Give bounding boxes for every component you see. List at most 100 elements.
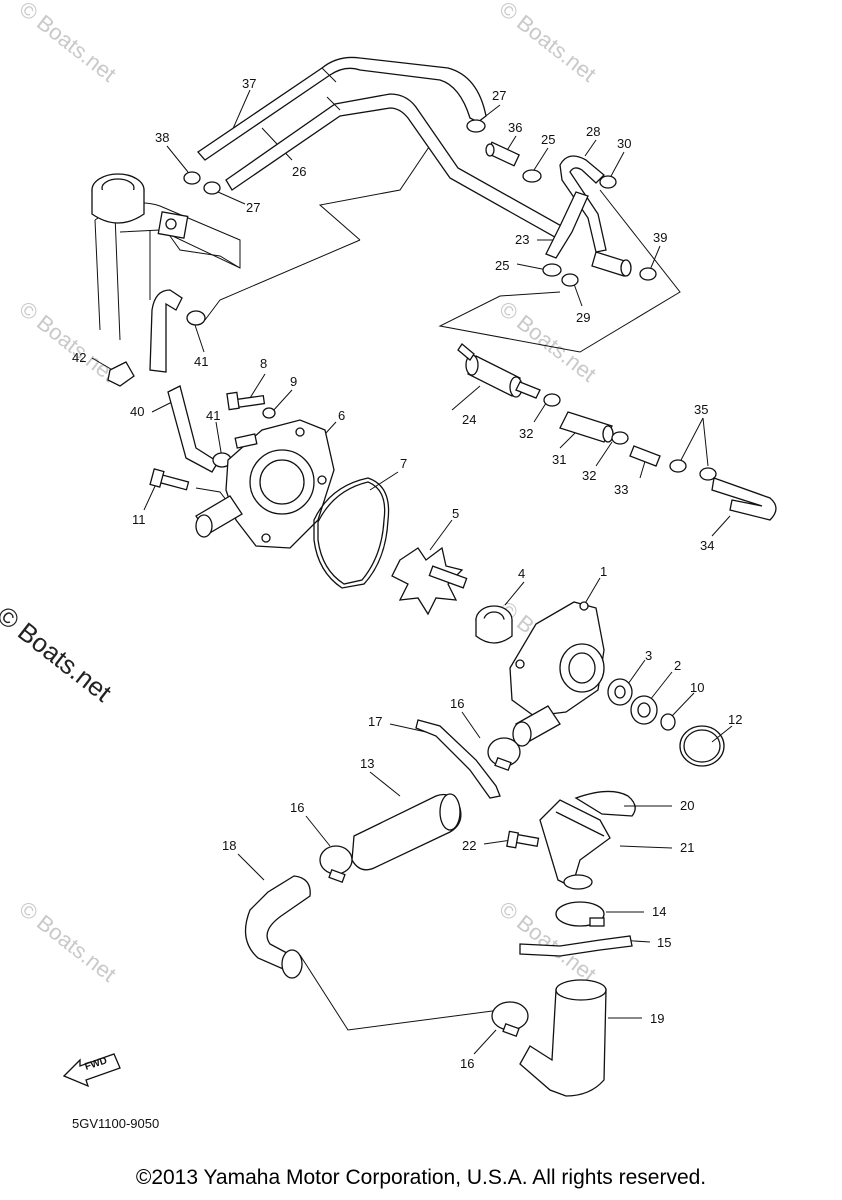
- callout-8: 8: [260, 356, 267, 371]
- stay-17: [415, 719, 501, 799]
- o-ring-12: [679, 725, 725, 767]
- callout-30: 30: [617, 136, 631, 151]
- hose-34: [711, 477, 777, 521]
- callout-22: 22: [462, 838, 476, 853]
- callout-26: 26: [292, 164, 306, 179]
- clamp-16-middle: [319, 845, 353, 883]
- callout-25: 25: [495, 258, 509, 273]
- seal-4: [475, 605, 513, 644]
- bearing-3: [607, 678, 633, 706]
- callout-14: 14: [652, 904, 666, 919]
- hose-26: [225, 93, 566, 241]
- pump-housing-1: [509, 601, 605, 747]
- gasket-20: [574, 790, 636, 817]
- clip-25-bottom: [542, 263, 562, 277]
- clamp-16-upper: [487, 737, 521, 771]
- callout-27: 27: [492, 88, 506, 103]
- clip-38: [183, 171, 201, 185]
- hose-40-upper: [149, 289, 183, 373]
- callout-18: 18: [222, 838, 236, 853]
- callout-24: 24: [462, 412, 476, 427]
- callout-13: 13: [360, 756, 374, 771]
- callout-27: 27: [246, 200, 260, 215]
- callout-19: 19: [650, 1011, 664, 1026]
- bolt-8: [226, 391, 266, 411]
- callout-4: 4: [518, 566, 525, 581]
- callout-34: 34: [700, 538, 714, 553]
- clip-27-right: [466, 119, 486, 133]
- thermostat-cover-21: [539, 799, 611, 890]
- callout-6: 6: [338, 408, 345, 423]
- callout-numbers: 37 26 38 27 27 36 25 28 30 23 25 29 39 4…: [72, 76, 742, 1071]
- callout-41: 41: [206, 408, 220, 423]
- clip-35-left: [669, 459, 687, 473]
- clip-32-lower: [611, 431, 629, 445]
- callout-32: 32: [519, 426, 533, 441]
- callout-12: 12: [728, 712, 742, 727]
- callout-37: 37: [242, 76, 256, 91]
- clamp-14: [555, 901, 605, 927]
- bolt-11: [149, 468, 190, 491]
- cylinder-head-outline: [91, 173, 241, 341]
- pump-outlet-pipe: [195, 495, 243, 538]
- copyright-notice: ©2013 Yamaha Motor Corporation, U.S.A. A…: [135, 1166, 707, 1189]
- callout-2: 2: [674, 658, 681, 673]
- callout-42: 42: [72, 350, 86, 365]
- callout-41: 41: [194, 354, 208, 369]
- filter-24: [457, 343, 541, 399]
- callout-16: 16: [460, 1056, 474, 1071]
- callout-17: 17: [368, 714, 382, 729]
- callout-32: 32: [582, 468, 596, 483]
- callout-38: 38: [155, 130, 169, 145]
- callout-23: 23: [515, 232, 529, 247]
- clip-30: [599, 175, 617, 189]
- pipe-19: [519, 979, 607, 1097]
- circlip-10: [660, 713, 676, 731]
- callout-11: 11: [132, 512, 146, 527]
- callout-31: 31: [552, 452, 566, 467]
- clip-32-upper: [543, 393, 561, 407]
- callout-16: 16: [450, 696, 464, 711]
- callout-9: 9: [290, 374, 297, 389]
- seal-2: [630, 695, 658, 725]
- impeller-5: [391, 546, 468, 616]
- stay-15: [519, 935, 633, 957]
- callout-33: 33: [614, 482, 628, 497]
- clip-25-top: [522, 169, 542, 183]
- callout-16: 16: [290, 800, 304, 815]
- callout-40: 40: [130, 404, 144, 419]
- clip-29: [561, 273, 579, 287]
- hose-23: [545, 191, 589, 259]
- callout-35: 35: [694, 402, 708, 417]
- callout-7: 7: [400, 456, 407, 471]
- callout-39: 39: [653, 230, 667, 245]
- callout-25: 25: [541, 132, 555, 147]
- clip-41-upper: [186, 310, 206, 326]
- pump-cover-6: [225, 419, 335, 549]
- fwd-arrow-icon: FWD: [62, 1053, 121, 1088]
- bolt-22: [506, 830, 540, 849]
- clip-27-left: [203, 181, 221, 195]
- hose-40-lower: [167, 385, 219, 473]
- callout-36: 36: [508, 120, 522, 135]
- callout-1: 1: [600, 564, 607, 579]
- hose-18: [244, 875, 311, 979]
- callout-20: 20: [680, 798, 694, 813]
- diagram-code: 5GV1100-9050: [72, 1116, 160, 1131]
- callout-29: 29: [576, 310, 590, 325]
- hose-37: [197, 56, 487, 161]
- callout-28: 28: [586, 124, 600, 139]
- clip-42: [107, 361, 135, 387]
- callout-10: 10: [690, 680, 704, 695]
- fitting-36: [485, 141, 520, 167]
- callout-21: 21: [680, 840, 694, 855]
- callout-5: 5: [452, 506, 459, 521]
- callout-15: 15: [657, 935, 671, 950]
- hose-13: [351, 793, 462, 871]
- clamp-16-lower: [491, 1001, 529, 1037]
- callout-3: 3: [645, 648, 652, 663]
- joint-33: [629, 445, 661, 467]
- clip-35-right: [699, 467, 717, 481]
- gasket-7: [313, 477, 390, 589]
